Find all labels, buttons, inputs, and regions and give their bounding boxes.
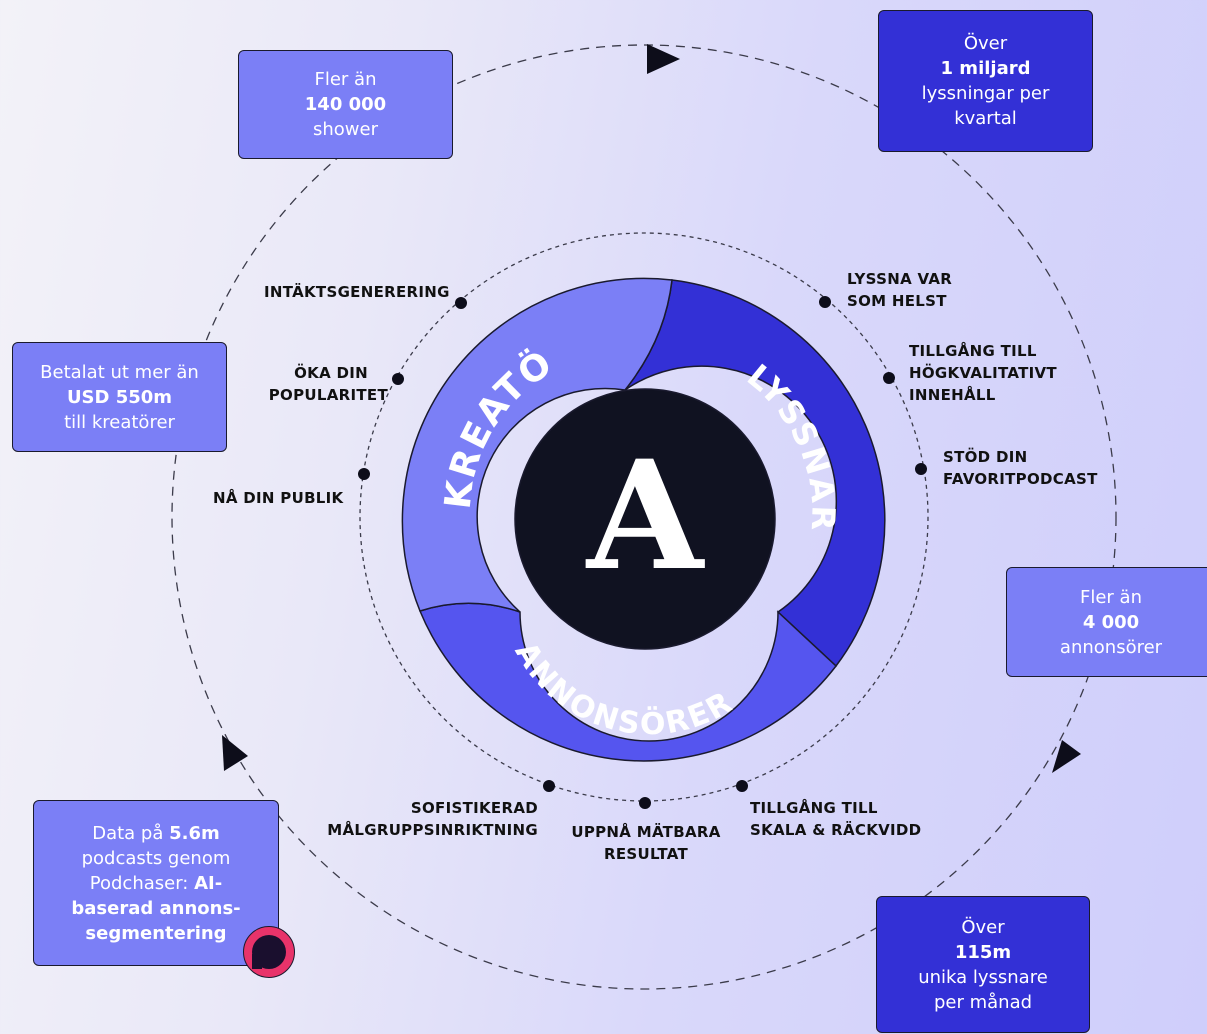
- dot-reach: [358, 468, 370, 480]
- label-popularity: ÖKA DIN POPULARITET: [268, 364, 388, 404]
- label-support: STÖD DIN FAVORITPODCAST: [943, 448, 1098, 488]
- stat-box-advertisers: Fler än 4 000 annonsörer: [1006, 567, 1207, 677]
- label-monetization: INTÄKTSGENERERING: [264, 283, 450, 301]
- stat-advertisers-pre: Fler än: [1080, 586, 1142, 608]
- benefit-dots: [358, 296, 927, 809]
- inner-ring: [359, 232, 929, 802]
- stat-podchaser-l1-pre: Data på: [92, 822, 170, 844]
- apple-logo-letter: A: [585, 428, 706, 604]
- stat-shows-pre: Fler än: [314, 69, 377, 90]
- dot-popularity: [392, 373, 404, 385]
- stat-plays-post2: kvartal: [954, 108, 1017, 129]
- stat-plays-value: 1 miljard: [940, 58, 1031, 79]
- label-targeting: SOFISTIKERAD MÅLGRUPPSINRIKTNING: [327, 799, 538, 839]
- stat-podchaser-l4: baserad annons-: [71, 897, 241, 919]
- label-scale: TILLGÅNG TILL SKALA & RÄCKVIDD: [750, 799, 922, 839]
- podchaser-logo-icon: [243, 926, 295, 978]
- stat-plays-pre: Över: [963, 33, 1008, 54]
- label-measurable: UPPNÅ MÄTBARA RESULTAT: [571, 823, 721, 863]
- dot-measurable: [639, 797, 651, 809]
- stat-podchaser-l3-bold: AI-: [194, 872, 223, 894]
- stat-paid-pre: Betalat ut mer än: [40, 361, 199, 383]
- stat-shows-value: 140 000: [304, 94, 387, 115]
- arrow-icon: [222, 735, 248, 771]
- arrow-icon: [647, 44, 680, 74]
- stat-box-listeners: Över 115m unika lyssnare per månad: [876, 896, 1090, 1033]
- outer-ring: [171, 44, 1117, 990]
- stat-podchaser-l3-pre: Podchaser:: [89, 872, 195, 894]
- label-reach: NÅ DIN PUBLIK: [213, 489, 344, 507]
- stat-listeners-post1: unika lyssnare: [918, 966, 1048, 988]
- stat-plays-post1: lyssningar per: [921, 83, 1050, 104]
- stat-podchaser-l5: segmentering: [85, 922, 227, 944]
- center-disc: [514, 388, 776, 650]
- stat-paid-value: USD 550m: [66, 386, 173, 408]
- segment-creators: [401, 277, 673, 613]
- stat-shows-post: shower: [313, 119, 378, 140]
- dot-quality: [883, 372, 895, 384]
- stat-box-plays: Över 1 miljard lyssningar per kvartal: [878, 10, 1093, 152]
- arrow-icon: [1052, 740, 1081, 773]
- stat-podchaser-l2: podcasts genom: [81, 847, 231, 869]
- dot-monetization: [455, 297, 467, 309]
- stat-listeners-value: 115m: [954, 941, 1012, 963]
- stat-podchaser-l1-bold: 5.6m: [169, 822, 220, 844]
- stat-listeners-pre: Över: [961, 916, 1005, 938]
- stat-advertisers-value: 4 000: [1082, 611, 1140, 633]
- dot-support: [915, 463, 927, 475]
- label-quality: TILLGÅNG TILL HÖGKVALITATIVT INNEHÅLL: [909, 342, 1057, 404]
- dot-targeting: [543, 780, 555, 792]
- segment-wheel: [401, 277, 886, 762]
- stat-listeners-post2: per månad: [933, 991, 1033, 1013]
- dot-scale: [736, 780, 748, 792]
- stat-box-shows: Fler än 140 000 shower: [238, 50, 453, 159]
- stat-advertisers-post: annonsörer: [1059, 636, 1163, 658]
- stat-box-podchaser: Data på 5.6m podcasts genom Podchaser: A…: [33, 800, 279, 966]
- stat-box-paid: Betalat ut mer än USD 550m till kreatöre…: [12, 342, 227, 452]
- label-listen-anywhere: LYSSNA VAR SOM HELST: [847, 270, 953, 310]
- dot-listen-anywhere: [819, 296, 831, 308]
- stat-paid-post: till kreatörer: [64, 411, 175, 433]
- segment-listeners: [624, 279, 886, 668]
